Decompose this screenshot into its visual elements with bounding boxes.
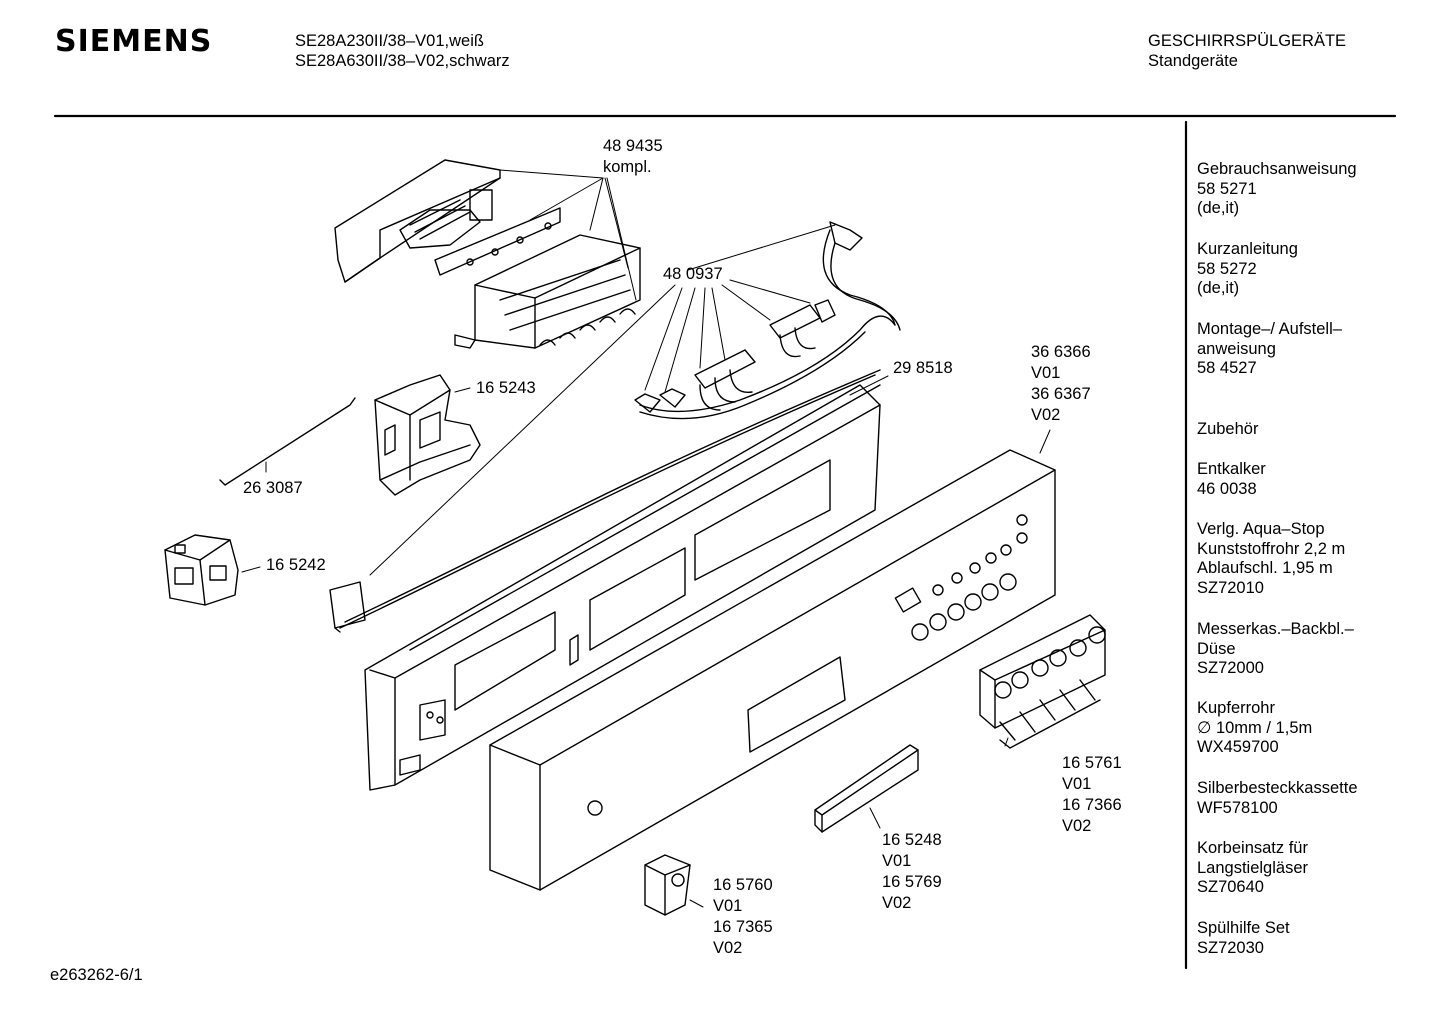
sidebar-text: WX459700 xyxy=(1197,738,1279,756)
label-263087: 26 3087 xyxy=(243,479,303,497)
label-165248: 16 5248 V01 16 5769 V02 xyxy=(882,830,942,914)
brand-logo: SIEMENS xyxy=(55,24,213,59)
sidebar-text: SZ72030 xyxy=(1197,938,1264,957)
label-165761: 16 5761 V01 16 7366 V02 xyxy=(1062,753,1122,837)
sidebar-item-copper-pipe: Kupferrohr ∅ 10mm / 1,5m WX459700 xyxy=(1197,699,1312,758)
category-line-2: Standgeräte xyxy=(1148,52,1238,70)
category: GESCHIRRSPÜLGERÄTE Standgeräte xyxy=(1148,31,1346,71)
sidebar-text: Düse xyxy=(1197,639,1236,658)
housing-165243 xyxy=(374,374,481,496)
label-165248-line-3: 16 5769 xyxy=(882,873,942,891)
sidebar-text: WF578100 xyxy=(1197,798,1278,817)
label-165761-line-2: V01 xyxy=(1062,775,1092,793)
sidebar-text: Zubehör xyxy=(1197,420,1259,438)
frame-298518 xyxy=(364,384,881,791)
model-numbers: SE28A230II/38–V01,weiß SE28A630II/38–V02… xyxy=(295,31,510,71)
model-line-1: SE28A230II/38–V01,weiß xyxy=(295,32,484,50)
sidebar-text: Spülhilfe Set xyxy=(1197,919,1290,937)
sidebar-text: Korbeinsatz für xyxy=(1197,839,1308,857)
drawing-id: e263262-6/1 xyxy=(50,966,143,984)
label-165761-line-1: 16 5761 xyxy=(1062,754,1122,772)
label-366366-line-4: V02 xyxy=(1031,406,1061,424)
sidebar-item-aqua-stop: Verlg. Aqua–Stop Kunststoffrohr 2,2 m Ab… xyxy=(1197,520,1345,598)
label-165760-line-2: V01 xyxy=(713,897,743,915)
label-165761-line-3: 16 7366 xyxy=(1062,796,1122,814)
sidebar-item-glass-insert: Korbeinsatz für Langstielgläser SZ70640 xyxy=(1197,839,1308,898)
sidebar-item-accessories: Zubehör xyxy=(1197,420,1258,440)
label-165248-line-4: V02 xyxy=(882,894,912,912)
label-165242: 16 5242 xyxy=(266,556,326,574)
sidebar-item-knife-basket: Messerkas.–Backbl.– Düse SZ72000 xyxy=(1197,620,1354,679)
label-165760-line-3: 16 7365 xyxy=(713,918,773,936)
sidebar-text: Kurzanleitung xyxy=(1197,240,1298,258)
leader-lines xyxy=(241,169,1051,908)
sidebar-text: ∅ 10mm / 1,5m xyxy=(1197,718,1313,737)
sidebar-text: 58 5271 xyxy=(1197,179,1257,198)
label-489435-line-1: 48 9435 xyxy=(603,137,663,155)
label-480937: 48 0937 xyxy=(663,265,723,283)
label-165248-line-2: V01 xyxy=(882,852,912,870)
sidebar-text: Messerkas.–Backbl.– xyxy=(1197,620,1354,638)
rod-263087 xyxy=(219,397,356,486)
knob-set-165761 xyxy=(979,614,1106,749)
label-489435: 48 9435 kompl. xyxy=(603,136,663,178)
sidebar-text: 58 5272 xyxy=(1197,259,1257,278)
sidebar-item-manual: Gebrauchsanweisung 58 5271 (de,it) xyxy=(1197,160,1357,219)
control-module-rear-board xyxy=(334,159,561,283)
sidebar-text: Entkalker xyxy=(1197,460,1266,478)
sidebar-text: 58 4527 xyxy=(1197,359,1257,377)
sidebar-text: Silberbesteckkassette xyxy=(1197,779,1358,797)
sidebar-text: SZ72010 xyxy=(1197,578,1264,597)
sidebar-text: 46 0038 xyxy=(1197,479,1257,498)
label-165248-line-1: 16 5248 xyxy=(882,831,942,849)
sidebar-text: anweisung xyxy=(1197,339,1276,358)
sidebar-text: Ablaufschl. 1,95 m xyxy=(1197,559,1333,577)
sidebar-text: Kunststoffrohr 2,2 m xyxy=(1197,539,1346,558)
category-line-1: GESCHIRRSPÜLGERÄTE xyxy=(1148,32,1347,50)
label-366366: 36 6366 V01 36 6367 V02 xyxy=(1031,342,1091,426)
label-366366-line-1: 36 6366 xyxy=(1031,343,1091,361)
sidebar-item-short-guide: Kurzanleitung 58 5272 (de,it) xyxy=(1197,240,1298,299)
switch-165242 xyxy=(164,534,239,606)
model-line-2: SE28A630II/38–V02,schwarz xyxy=(295,52,510,70)
label-366366-line-2: V01 xyxy=(1031,364,1061,382)
sidebar-text: Langstielgläser xyxy=(1197,858,1308,877)
label-489435-line-2: kompl. xyxy=(603,158,652,176)
cable-harness xyxy=(329,221,901,633)
strip-165248 xyxy=(814,744,919,833)
label-165760: 16 5760 V01 16 7365 V02 xyxy=(713,875,773,959)
sidebar-text: Verlg. Aqua–Stop xyxy=(1197,520,1325,538)
sidebar-item-rinse-aid: Spülhilfe Set SZ72030 xyxy=(1197,919,1290,958)
label-298518: 29 8518 xyxy=(893,359,953,377)
label-165243: 16 5243 xyxy=(476,379,536,397)
label-165761-line-4: V02 xyxy=(1062,817,1092,835)
button-165760 xyxy=(644,854,691,916)
sidebar-text: SZ70640 xyxy=(1197,878,1264,896)
sidebar-text: SZ72000 xyxy=(1197,659,1264,677)
sidebar-text: (de,it) xyxy=(1197,279,1240,297)
sidebar-text: Montage–/ Aufstell– xyxy=(1197,320,1342,338)
control-module-front-housing xyxy=(454,234,641,349)
label-366366-line-3: 36 6367 xyxy=(1031,385,1091,403)
sidebar-item-descaler: Entkalker 46 0038 xyxy=(1197,460,1266,499)
front-panel-366366 xyxy=(489,449,1056,891)
sidebar-item-cutlery-cassette: Silberbesteckkassette WF578100 xyxy=(1197,779,1358,818)
sidebar-item-installation: Montage–/ Aufstell– anweisung 58 4527 xyxy=(1197,320,1342,379)
label-165760-line-4: V02 xyxy=(713,939,743,957)
sidebar-text: Gebrauchsanweisung xyxy=(1197,160,1357,178)
sidebar-text: (de,it) xyxy=(1197,199,1240,217)
label-165760-line-1: 16 5760 xyxy=(713,876,773,894)
sidebar-text: Kupferrohr xyxy=(1197,699,1275,717)
